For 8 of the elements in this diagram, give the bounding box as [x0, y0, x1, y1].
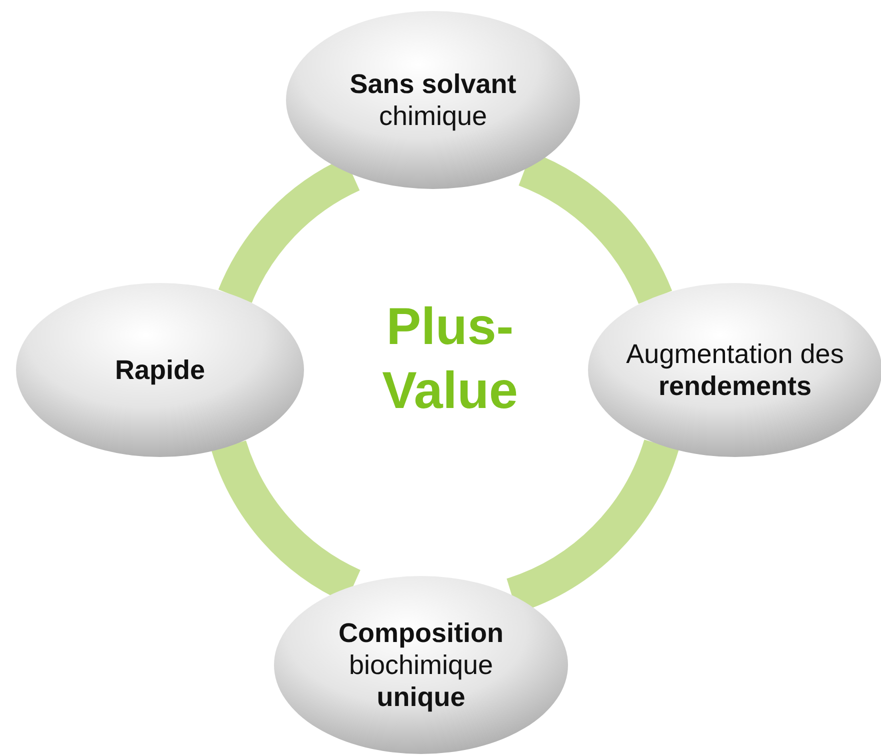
node-text: Augmentation des rendements: [625, 338, 845, 402]
ellipse-node: [285, 10, 581, 190]
ellipse-node: [15, 282, 305, 458]
ellipse-node: [273, 575, 569, 755]
node-text: Sans solvant chimique: [348, 68, 518, 132]
node-text: Composition biochimique unique: [338, 617, 504, 713]
node-text: Rapide: [114, 354, 206, 386]
center-title: Plus-Value: [381, 297, 519, 422]
